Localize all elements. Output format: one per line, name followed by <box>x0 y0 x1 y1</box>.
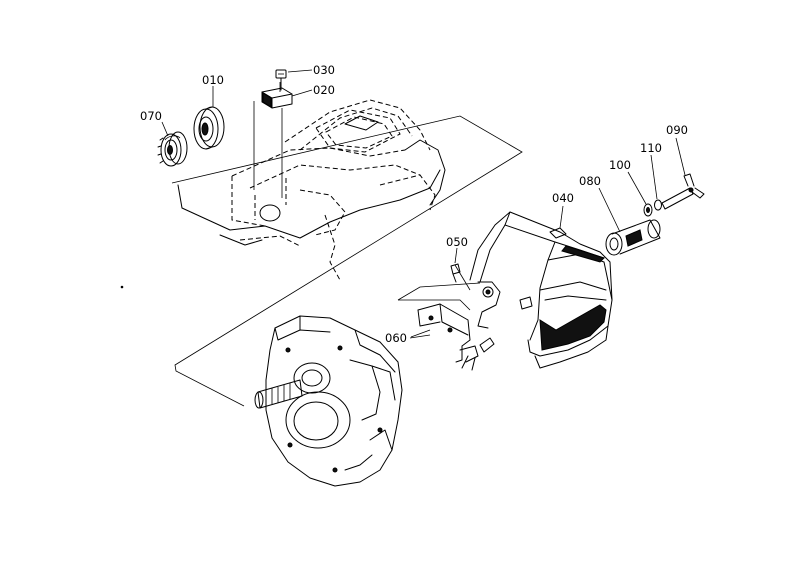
callout-100: 100 <box>609 158 631 172</box>
callout-040: 040 <box>552 191 574 205</box>
stray-dot <box>120 285 124 289</box>
part-100-washer[interactable] <box>643 203 653 217</box>
callout-080: 080 <box>579 174 601 188</box>
part-010-bearing[interactable] <box>193 106 225 150</box>
part-030-bolt[interactable] <box>275 69 287 91</box>
callout-070: 070 <box>140 109 162 123</box>
leader-lines-upper <box>253 82 283 198</box>
part-080-sleeve[interactable] <box>605 219 661 256</box>
callout-090: 090 <box>666 123 688 137</box>
callout-leaders <box>161 69 686 338</box>
splined-shaft <box>254 379 303 409</box>
part-060-linkage[interactable] <box>417 303 495 371</box>
part-040-cover[interactable] <box>469 211 613 369</box>
part-070-gear[interactable] <box>157 131 188 167</box>
callout-060: 060 <box>385 331 407 345</box>
callout-110: 110 <box>640 141 662 155</box>
part-110-ring[interactable] <box>654 199 662 211</box>
part-090-lever[interactable] <box>661 173 705 210</box>
callout-030: 030 <box>313 63 335 77</box>
callout-010: 010 <box>202 73 224 87</box>
leader-lines-lower <box>397 264 481 339</box>
reference-plane <box>171 115 523 407</box>
callout-020: 020 <box>313 83 335 97</box>
callout-labels: 030 020 010 070 040 050 060 080 100 110 … <box>140 63 688 345</box>
transmission-case <box>265 315 403 487</box>
upper-housing <box>177 99 446 281</box>
part-020-bracket[interactable] <box>261 87 293 109</box>
part-050-pin[interactable] <box>450 263 461 283</box>
callout-050: 050 <box>446 235 468 249</box>
